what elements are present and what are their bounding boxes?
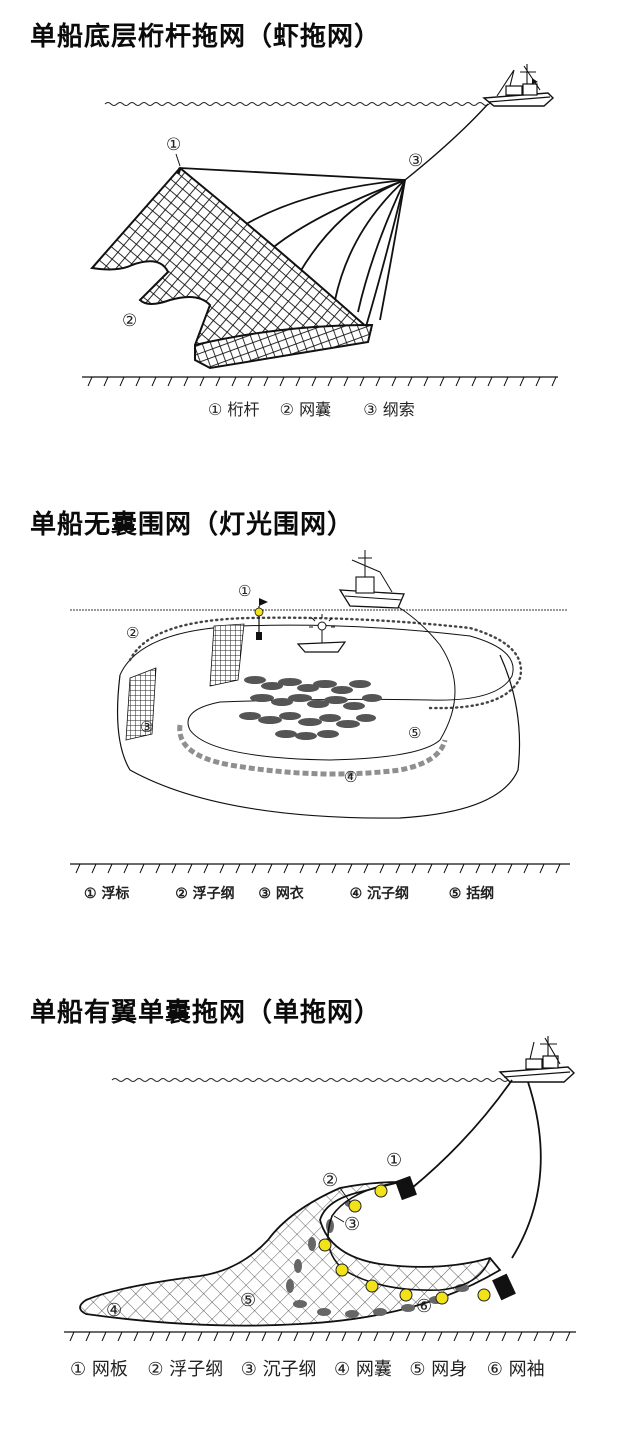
callout-5: ⑤: [240, 1290, 256, 1311]
callout-3: ③: [344, 1214, 360, 1235]
callout-3: ③: [140, 718, 153, 736]
purse-line: [394, 604, 456, 741]
panel-title: 单船有翼单囊拖网（单拖网）: [30, 998, 382, 1028]
legend-item: ④ 沉子纲: [349, 886, 409, 902]
otter-trawl-diagram: ① ② ③ ④ ⑤ ⑥: [64, 1036, 576, 1342]
callout-4: ④: [106, 1300, 122, 1321]
legend-item: ② 浮子纲: [175, 886, 235, 902]
seabed-hatch: [69, 1331, 571, 1342]
warp-line-upper: [411, 1079, 513, 1189]
callout-2: ②: [322, 1170, 338, 1191]
towing-warp-line: [404, 103, 489, 181]
legend-item: ① 桁杆: [208, 400, 260, 419]
beam-bar: [176, 167, 182, 175]
sinker-line: [286, 1200, 469, 1318]
panel-title: 单船无囊围网（灯光围网）: [30, 510, 355, 540]
callout-3-leader: [333, 1215, 345, 1223]
warp-line-lower: [511, 1081, 542, 1259]
fish-school: [239, 676, 382, 740]
legend: ① 桁杆 ② 网囊 ③ 纲索: [208, 396, 415, 420]
net-cod-end: [194, 323, 374, 370]
callout-5: ⑤: [408, 724, 421, 742]
callout-1: ①: [238, 582, 251, 600]
legend-item: ④ 网囊: [334, 1359, 392, 1380]
callout-1: ①: [386, 1150, 402, 1171]
callout-1: ①: [166, 135, 181, 155]
float-balls: [318, 1184, 491, 1305]
trawl-net-body: [79, 1181, 502, 1327]
callout-4: ④: [344, 768, 357, 786]
legend-item: ③ 纲索: [363, 400, 415, 419]
sea-surface-line: [104, 102, 532, 106]
panel-otter-trawl: 单船有翼单囊拖网（单拖网）: [0, 920, 640, 1436]
panel-beam-trawl: 单船底层桁杆拖网（虾拖网）: [0, 0, 640, 440]
legend-item: ② 浮子纲: [147, 1359, 224, 1380]
legend-item: ⑥ 网袖: [486, 1359, 545, 1380]
panel-title: 单船底层桁杆拖网（虾拖网）: [30, 22, 382, 52]
otter-board-lower: [492, 1273, 516, 1301]
callout-2: ②: [122, 311, 137, 331]
callout-2-leader: [339, 1187, 351, 1203]
otter-board-upper: [395, 1175, 417, 1201]
trawler-boat-icon: [498, 1036, 576, 1083]
legend-item: ⑤ 括纲: [448, 886, 495, 902]
sinker-line: [177, 724, 448, 777]
sea-surface-line: [111, 1078, 539, 1082]
legend: ① 浮标 ② 浮子纲 ③ 网衣 ④ 沉子纲 ⑤ 括纲: [84, 883, 494, 903]
legend-item: ③ 网衣: [258, 886, 304, 902]
callout-2: ②: [126, 624, 139, 642]
callout-3: ③: [408, 151, 423, 171]
seabed-hatch: [87, 376, 557, 387]
bridle-lines: [179, 167, 406, 331]
marker-buoy-icon: [254, 598, 268, 640]
net-mesh-patch: [209, 623, 245, 687]
trawler-boat-icon: [482, 64, 555, 107]
light-boat-icon: [296, 614, 347, 653]
float-line-dots: [128, 616, 523, 710]
legend-item: ② 网囊: [279, 400, 332, 419]
legend-item: ③ 沉子纲: [240, 1359, 317, 1380]
seine-net-wall: [116, 654, 521, 819]
beam-trawl-net: [90, 166, 373, 362]
legend-item: ⑤ 网身: [409, 1359, 468, 1380]
callout-1-leader: [175, 153, 181, 167]
seine-vessel-icon: [338, 550, 405, 609]
legend-item: ① 网板: [70, 1359, 128, 1380]
beam-trawl-diagram: ① ② ③: [82, 64, 558, 387]
float-line: [119, 624, 514, 761]
purse-seine-diagram: ① ② ③ ④ ⑤: [70, 550, 570, 874]
panel-purse-seine: 单船无囊围网（灯光围网）: [0, 440, 640, 920]
legend: ① 网板 ② 浮子纲 ③ 沉子纲 ④ 网囊 ⑤ 网身 ⑥ 网袖: [70, 1355, 545, 1381]
net-mesh-patch: [125, 667, 157, 741]
seabed-hatch: [75, 863, 561, 874]
callout-6: ⑥: [416, 1296, 432, 1317]
legend-item: ① 浮标: [84, 886, 130, 902]
